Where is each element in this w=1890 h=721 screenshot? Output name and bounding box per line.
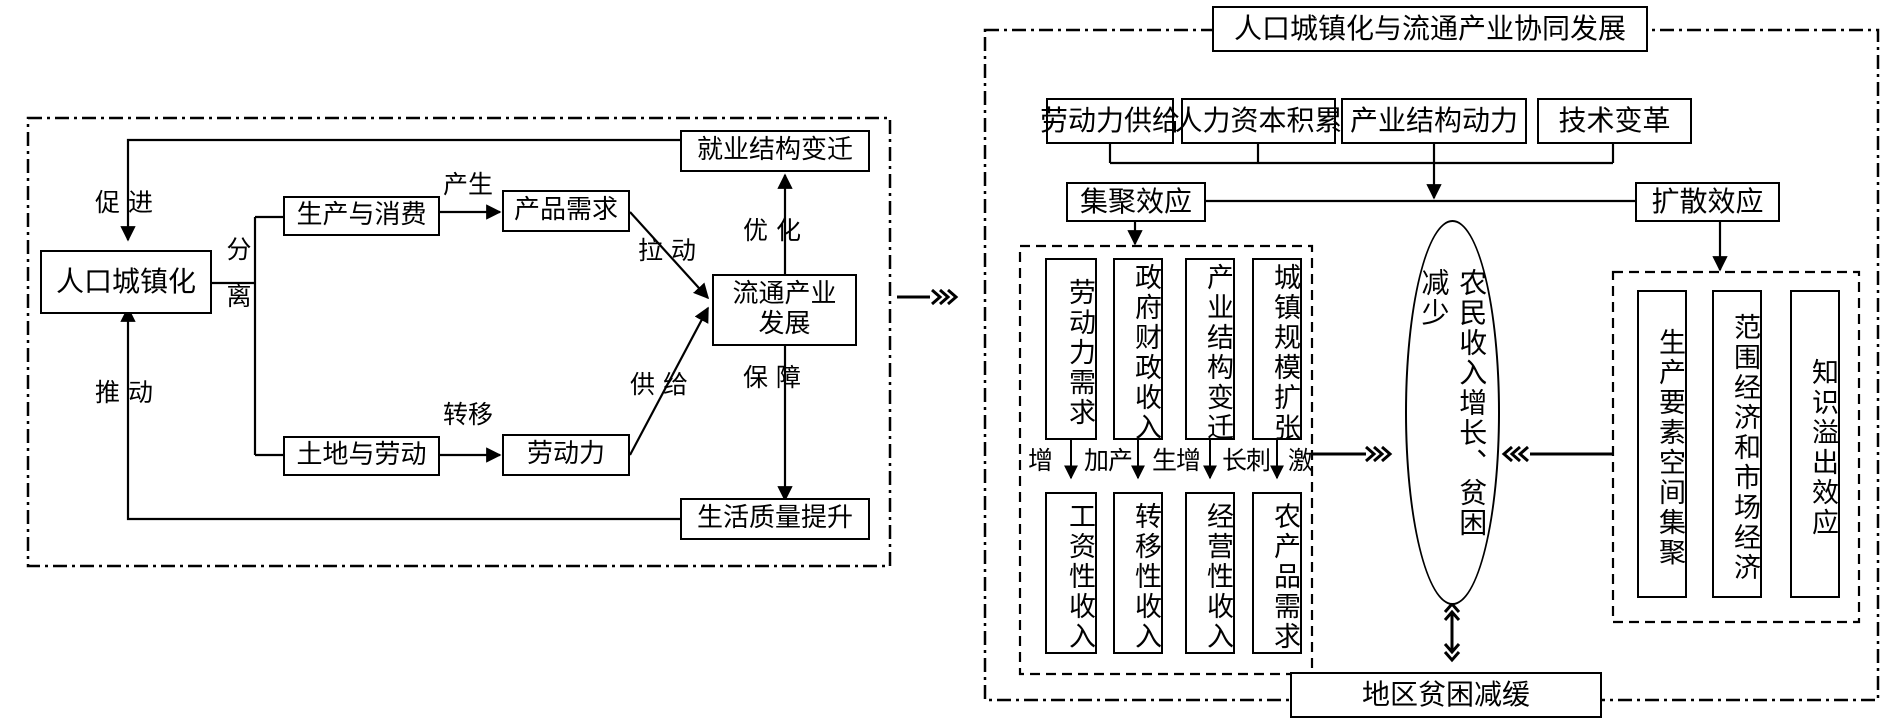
mid-label-8: 激 — [1288, 446, 1314, 475]
diffusion-group — [1611, 270, 1861, 624]
agglomeration-effect-box: 集聚效应 — [1066, 182, 1206, 222]
driver-human-capital: 人力资本积累 — [1175, 98, 1343, 144]
synergy-title-box: 人口城镇化与流通产业协同发展 — [1212, 6, 1648, 52]
label-separate: 分离 — [223, 236, 252, 330]
diff-knowledge-spillover: 知识溢出效应 — [1790, 290, 1840, 598]
agg-fiscal-revenue: 政府财政收入 — [1113, 258, 1163, 443]
mid-label-5: 增 — [1176, 446, 1202, 475]
population-urbanization-box: 人口城镇化 — [40, 250, 212, 314]
farmer-income-text: 农民收入增长、贫困减少 — [1417, 267, 1489, 538]
diff-scope-economy: 范围经济和市场经济 — [1712, 290, 1762, 598]
regional-poverty-box: 地区贫困减缓 — [1290, 672, 1602, 718]
left-frame — [26, 116, 892, 568]
employment-change-box: 就业结构变迁 — [680, 130, 870, 172]
agg-labor-demand: 劳动力需求 — [1045, 258, 1097, 440]
production-consumption-box: 生产与消费 — [283, 196, 440, 236]
driver-industrial-structure: 产业结构动力 — [1341, 98, 1527, 144]
label-optimize: 优 化 — [743, 216, 801, 245]
mid-label-1: 增 — [1028, 446, 1054, 475]
driver-labor-supply: 劳动力供给 — [1040, 98, 1180, 144]
agglomeration-group — [1018, 244, 1314, 676]
agg-structure-change: 产业结构变迁 — [1185, 258, 1235, 443]
agg-urban-expansion: 城镇规模扩张 — [1252, 258, 1302, 443]
circulation-industry-box: 流通产业发展 — [712, 274, 857, 346]
land-labor-box: 土地与劳动 — [283, 436, 440, 476]
quality-of-life-box: 生活质量提升 — [680, 498, 870, 540]
label-supply: 供 给 — [630, 370, 688, 399]
farmer-income-oval: 农民收入增长、贫困减少 — [1405, 220, 1500, 605]
chevron-arrow — [897, 288, 959, 306]
mid-label-6: 长 — [1222, 446, 1248, 475]
agg-business-income: 经营性收入 — [1185, 492, 1235, 654]
label-promote: 促 进 — [95, 188, 153, 217]
driver-tech-change: 技术变革 — [1537, 98, 1692, 144]
label-generate: 产生 — [443, 170, 494, 199]
agg-transfer-income: 转移性收入 — [1113, 492, 1163, 654]
label-transfer: 转移 — [443, 400, 494, 429]
label-pull: 拉 动 — [638, 236, 696, 265]
agg-agri-demand: 农产品需求 — [1252, 492, 1302, 654]
label-push: 推 动 — [95, 378, 153, 407]
mid-label-7: 刺 — [1246, 446, 1272, 475]
mid-label-3: 产 — [1108, 446, 1134, 475]
labor-force-box: 劳动力 — [502, 434, 630, 476]
product-demand-box: 产品需求 — [502, 190, 630, 232]
agg-wage-income: 工资性收入 — [1045, 492, 1097, 654]
mid-label-2: 加 — [1084, 446, 1110, 475]
diff-factor-agglomeration: 生产要素空间集聚 — [1637, 290, 1687, 598]
label-guarantee: 保 障 — [743, 363, 801, 392]
mid-label-4: 生 — [1152, 446, 1178, 475]
diffusion-effect-box: 扩散效应 — [1635, 182, 1780, 222]
